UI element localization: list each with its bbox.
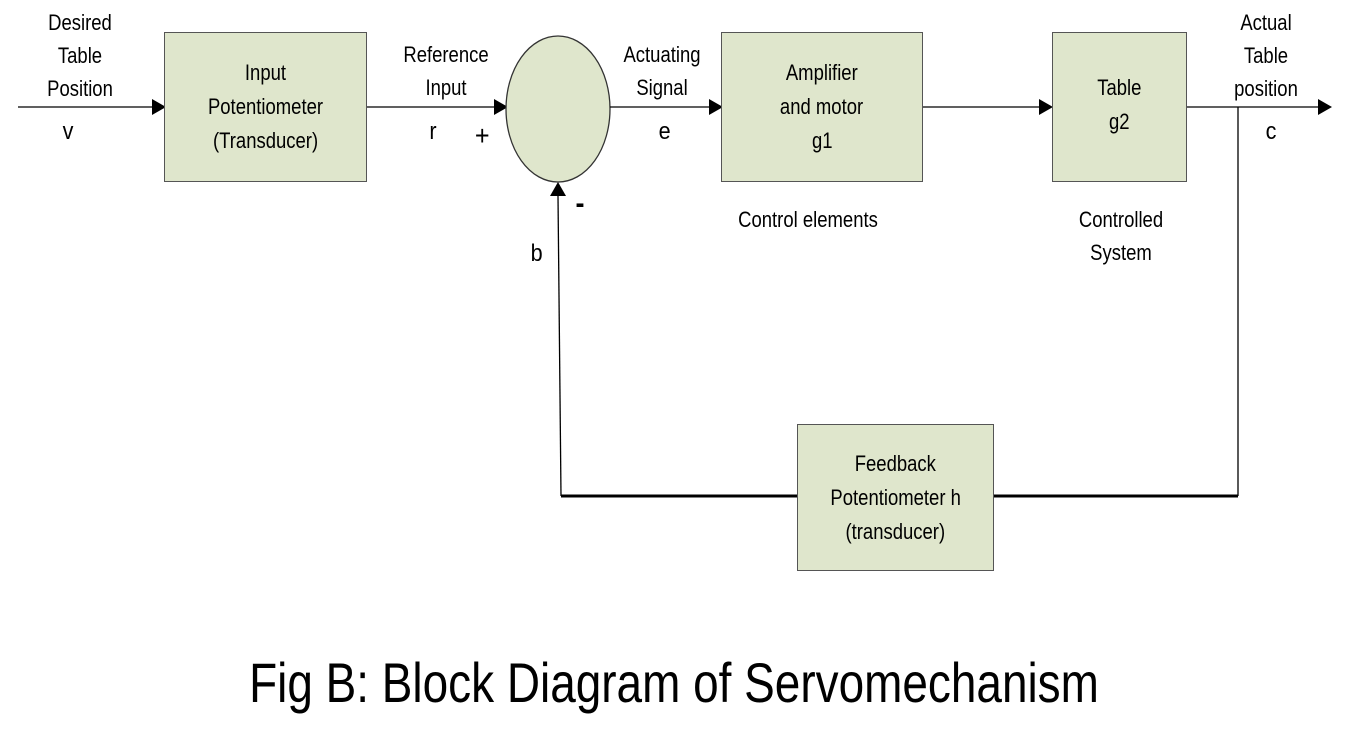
- symbol-r: r: [429, 118, 437, 145]
- arrowhead-input: [152, 99, 166, 115]
- actuating-signal-label: Actuating Signal: [612, 38, 713, 104]
- arrowhead-output: [1318, 99, 1332, 115]
- block-text-line: g2: [1109, 109, 1130, 134]
- block-text-line: Amplifier: [786, 60, 858, 85]
- label-line: Position: [47, 76, 113, 101]
- desired-position-label: Desired Table Position: [30, 6, 131, 105]
- label-line: Controlled: [1078, 207, 1164, 232]
- reference-input-label: Reference Input: [396, 38, 497, 104]
- minus-sign: -: [575, 187, 585, 220]
- label-line: position: [1234, 76, 1298, 101]
- table-block: Table g2: [1052, 32, 1187, 182]
- arrowhead-actuating: [709, 99, 723, 115]
- block-text-line: Input: [244, 60, 287, 85]
- symbol-c: c: [1265, 118, 1277, 145]
- figure-caption: Fig B: Block Diagram of Servomechanism: [249, 651, 1099, 714]
- feedback-return-line: [557, 195, 562, 497]
- input-potentiometer-block: Input Potentiometer (Transducer): [164, 32, 367, 182]
- arrowhead-feedback: [550, 182, 566, 196]
- amplifier-motor-block: Amplifier and motor g1: [721, 32, 923, 182]
- input-potentiometer-label: Input Potentiometer (Transducer): [197, 56, 334, 158]
- block-text-line: (Transducer): [212, 128, 319, 153]
- label-line: Desired: [48, 10, 112, 35]
- table-label: Table g2: [1093, 71, 1146, 139]
- block-text-line: (transducer): [845, 518, 946, 544]
- feedback-potentiometer-label: Feedback Potentiometer h (transducer): [818, 447, 973, 549]
- symbol-v: v: [62, 118, 74, 145]
- label-line: Reference: [403, 42, 489, 67]
- block-text-line: Feedback: [854, 450, 937, 476]
- summing-junction: [505, 35, 611, 183]
- symbol-b: b: [530, 240, 543, 267]
- label-line: Actual: [1240, 10, 1292, 35]
- label-line: Table: [1243, 43, 1289, 68]
- arrowhead-table: [1039, 99, 1053, 115]
- label-line: Actuating: [623, 42, 701, 67]
- arrowhead-reference: [494, 99, 508, 115]
- label-line: System: [1090, 240, 1152, 265]
- actual-position-label: Actual Table position: [1216, 6, 1317, 105]
- block-text-line: Potentiometer: [207, 94, 324, 119]
- label-line: Signal: [636, 75, 688, 100]
- block-text-line: and motor: [780, 94, 864, 119]
- label-line: Input: [425, 75, 467, 100]
- block-text-line: Potentiometer h: [830, 484, 961, 510]
- amplifier-motor-label: Amplifier and motor g1: [772, 56, 871, 158]
- controlled-system-label: Controlled System: [1071, 203, 1172, 269]
- block-text-line: Table: [1097, 75, 1142, 100]
- feedback-potentiometer-block: Feedback Potentiometer h (transducer): [797, 424, 994, 571]
- plus-sign: +: [474, 120, 490, 151]
- label-line: Table: [57, 43, 103, 68]
- block-text-line: g1: [811, 128, 833, 153]
- control-elements-label: Control elements: [738, 207, 878, 232]
- symbol-e: e: [658, 118, 671, 145]
